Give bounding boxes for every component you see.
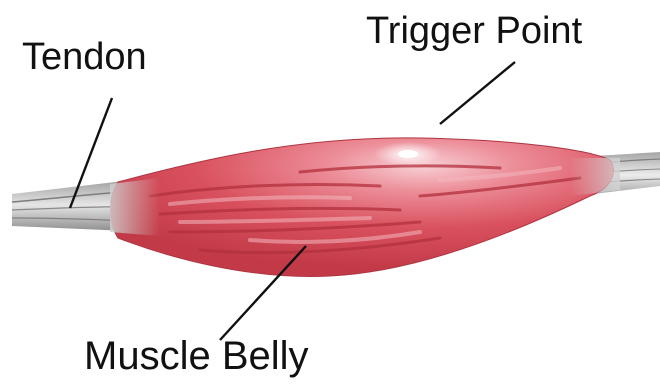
trigger-point-label: Trigger Point [366,12,582,50]
muscle-belly-label: Muscle Belly [84,336,309,376]
tendon-label: Tendon [22,38,147,76]
trigger-point-leader-line [440,62,515,124]
muscle-belly-shape [111,138,614,277]
